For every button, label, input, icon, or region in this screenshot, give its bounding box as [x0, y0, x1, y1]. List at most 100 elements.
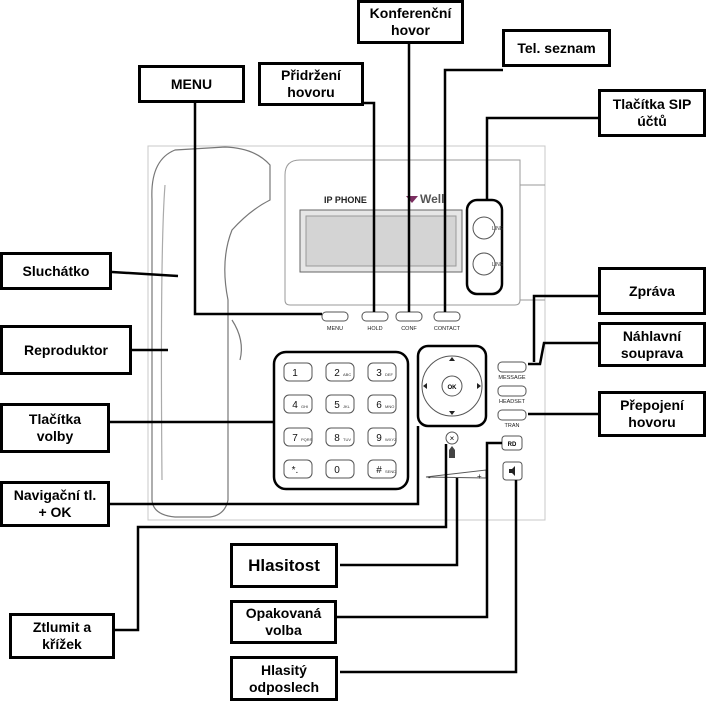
- mute-volume: × - +: [425, 431, 487, 482]
- keypad-key-digit: 9: [376, 433, 382, 444]
- nav-up-icon: [449, 357, 455, 361]
- keypad-key[interactable]: [283, 362, 313, 382]
- hold-leader: [345, 101, 376, 312]
- mute-key-label: ×: [450, 434, 455, 443]
- keypad-key-letters: WXYZ: [385, 437, 397, 442]
- rd-key-label: RD: [508, 442, 517, 448]
- logo-text: Well: [420, 192, 444, 206]
- nav-down-icon: [449, 411, 455, 415]
- mic-icon: [449, 446, 455, 458]
- keypad-key-letters: JKL: [343, 404, 351, 409]
- keypad-key[interactable]: [367, 427, 397, 447]
- keypad-key[interactable]: [325, 459, 355, 479]
- menu-key[interactable]: [321, 311, 349, 322]
- keypad-key-letters: TUV: [343, 437, 351, 442]
- redial-leader: [335, 441, 502, 619]
- sip-leader: [485, 116, 600, 200]
- line-key-2-label: LINE: [492, 262, 504, 268]
- soft-keys: MENU HOLD CONF CONTACT: [321, 311, 461, 332]
- menu-key-label: MENU: [327, 326, 343, 332]
- keypad-key[interactable]: [367, 362, 397, 382]
- keypad-key-letters: ABC: [343, 372, 351, 377]
- keypad-key-digit: 7: [292, 433, 298, 444]
- keypad-key-digit: *.: [292, 465, 299, 476]
- volume-plus-label: +: [477, 472, 482, 481]
- conf-key[interactable]: [395, 311, 423, 322]
- speakerphone-leader: [340, 480, 518, 674]
- keypad-key-letters: MNO: [385, 404, 394, 409]
- tran-key[interactable]: [497, 409, 527, 421]
- menu-leader: [193, 90, 322, 316]
- contact-key-label: CONTACT: [434, 326, 461, 332]
- keypad-key[interactable]: [283, 427, 313, 447]
- callout-pridrzeni: Přidržení hovoru: [258, 62, 364, 106]
- callout-tel-seznam: Tel. seznam: [502, 29, 611, 67]
- line-key-1-label: LINE: [492, 226, 504, 232]
- handset-leader: [111, 270, 179, 278]
- conf-key-label: CONF: [401, 326, 417, 332]
- hold-key-label: HOLD: [367, 326, 382, 332]
- callout-zprava: Zpráva: [598, 267, 706, 315]
- keypad-key-digit: #: [376, 465, 382, 476]
- ok-key[interactable]: [441, 375, 463, 397]
- keypad-key[interactable]: [325, 394, 355, 414]
- headset-key-label: HEADSET: [499, 399, 526, 405]
- keypad-key[interactable]: [367, 394, 397, 414]
- handset: [151, 146, 271, 518]
- nav-right-icon: [477, 383, 481, 389]
- speaker-icon: [509, 466, 515, 476]
- keypad-key[interactable]: [367, 459, 397, 479]
- nav-leader: [110, 426, 420, 506]
- callout-opakovana: Opakovaná volba: [230, 600, 337, 644]
- callout-konference: Konferenční hovor: [357, 0, 464, 44]
- keypad-key-digit: 5: [334, 400, 340, 411]
- volume-leader: [340, 478, 459, 567]
- keypad-key[interactable]: [283, 459, 313, 479]
- phone-body: [147, 145, 546, 521]
- keypad-key[interactable]: [325, 427, 355, 447]
- navigation-cluster: OK: [416, 344, 488, 428]
- keypad-key-digit: 2: [334, 368, 340, 379]
- mute-key[interactable]: [445, 431, 459, 445]
- display: IP PHONE Well: [299, 192, 463, 273]
- mute-leader: [115, 444, 448, 632]
- callout-reproduktor: Reproduktor: [0, 325, 132, 375]
- callout-navigacni: Navigační tl. + OK: [0, 481, 110, 527]
- tran-key-label: TRAN: [505, 423, 520, 429]
- keypad-key[interactable]: [325, 362, 355, 382]
- headset-key[interactable]: [497, 385, 527, 397]
- message-leader: [532, 294, 600, 362]
- keypad-key-digit: 1: [292, 368, 298, 379]
- keypad-key-digit: 4: [292, 400, 298, 411]
- keypad-key-letters: GHI: [301, 404, 308, 409]
- headset-leader: [528, 341, 600, 366]
- callout-ztlumit: Ztlumit a křížek: [9, 613, 115, 659]
- keypad-key-digit: 3: [376, 368, 382, 379]
- callout-hlasitost: Hlasitost: [230, 543, 338, 588]
- leader-lines: [110, 44, 600, 674]
- message-key[interactable]: [497, 361, 527, 373]
- line-key-1[interactable]: [472, 216, 496, 240]
- line-key-2[interactable]: [472, 252, 496, 276]
- keypad-key-letters: DEF: [385, 372, 394, 377]
- message-key-label: MESSAGE: [498, 375, 526, 381]
- keypad-key-digit: 8: [334, 433, 340, 444]
- callout-sluchatko: Sluchátko: [0, 252, 112, 290]
- nav-left-icon: [423, 383, 427, 389]
- keypad-key-digit: 6: [376, 400, 382, 411]
- volume-minus-label: -: [428, 473, 431, 482]
- keypad-key-digit: 0: [334, 465, 340, 476]
- callout-hlasity: Hlasitý odposlech: [230, 656, 338, 701]
- right-keys: MESSAGE HEADSET TRAN RD: [497, 361, 527, 481]
- callout-sip: Tlačítka SIP účtů: [598, 89, 706, 137]
- ip-phone-text: IP PHONE: [324, 195, 367, 205]
- callout-nahlavni: Náhlavní souprava: [598, 322, 706, 367]
- contact-leader: [443, 68, 503, 312]
- callout-prepojeni: Přepojení hovoru: [598, 391, 706, 437]
- contact-key[interactable]: [433, 311, 461, 322]
- hold-key[interactable]: [361, 311, 389, 322]
- keypad-key[interactable]: [283, 394, 313, 414]
